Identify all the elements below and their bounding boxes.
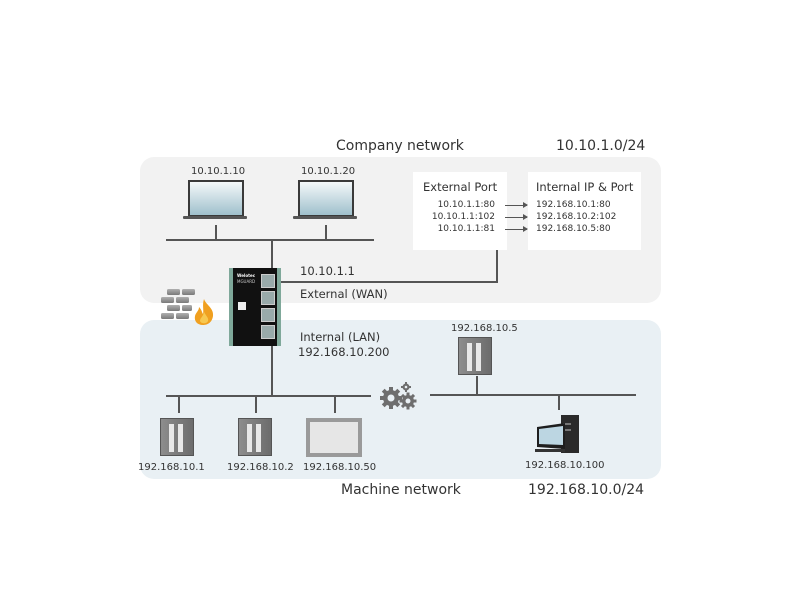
laptop-base [183,216,247,219]
forward-arrow-icon [505,202,528,208]
wan-link-line [281,281,498,283]
machine-network-subnet: 192.168.10.0/24 [528,482,645,498]
machine-network-title: Machine network [341,482,461,498]
connector-line [334,395,336,413]
device-ip-label: 192.168.10.100 [525,460,605,471]
machine-bus-line [430,394,636,396]
gears-icon [380,382,417,410]
connector-line [476,376,478,394]
plc-icon [238,418,272,456]
router-model: MGUARD [237,279,256,284]
external-port-value: 10.10.1.1:80 [437,200,495,210]
forward-arrow-icon [505,226,528,232]
connector-line [325,225,327,239]
laptop-icon [298,180,354,217]
router-lan-ip: 192.168.10.200 [298,345,390,359]
plc-icon [458,337,492,375]
flame-icon [194,299,214,325]
company-bus-line [166,239,374,241]
desktop-pc-icon [535,415,579,453]
lan-link-line [271,346,273,395]
internal-port-value: 192.168.10.2:102 [536,212,617,222]
router-wan-label: External (WAN) [300,287,388,301]
internal-port-box: Internal IP & Port 192.168.10.1:80 192.1… [528,172,641,250]
plc-icon [160,418,194,456]
ethernet-port [261,308,275,322]
internal-port-value: 192.168.10.5:80 [536,224,611,234]
company-network-title: Company network [336,138,464,154]
connector-line [558,394,560,410]
wan-link-line [496,250,498,282]
internal-port-value: 192.168.10.1:80 [536,200,611,210]
laptop-ip-label: 10.10.1.20 [301,166,356,177]
device-ip-label: 192.168.10.5 [451,323,518,334]
external-port-value: 10.10.1.1:102 [431,212,495,222]
router-device[interactable]: Welotec MGUARD [229,268,281,346]
router-brand: Welotec [237,273,256,278]
internal-port-header: Internal IP & Port [536,180,634,194]
ethernet-port [261,291,275,305]
connector-line [215,225,217,239]
connector-line [255,395,257,413]
laptop-icon [188,180,244,217]
device-ip-label: 192.168.10.1 [138,462,205,473]
connector-line [178,395,180,413]
laptop-base [293,216,357,219]
external-port-value: 10.10.1.1:81 [437,224,495,234]
connector-line [271,239,273,269]
device-ip-label: 192.168.10.2 [227,462,294,473]
external-port-header: External Port [423,180,498,194]
ethernet-port [261,325,275,339]
forward-arrow-icon [505,214,528,220]
router-lan-label: Internal (LAN) [300,330,381,344]
machine-bus-line [166,395,371,397]
company-network-subnet: 10.10.1.0/24 [556,138,646,154]
external-port-box: External Port 10.10.1.1:80 10.10.1.1:102… [413,172,507,250]
ethernet-port [261,274,275,288]
hmi-panel-icon [306,418,362,457]
device-ip-label: 192.168.10.50 [303,462,377,473]
laptop-ip-label: 10.10.1.10 [191,166,246,177]
router-wan-ip: 10.10.1.1 [300,264,355,278]
